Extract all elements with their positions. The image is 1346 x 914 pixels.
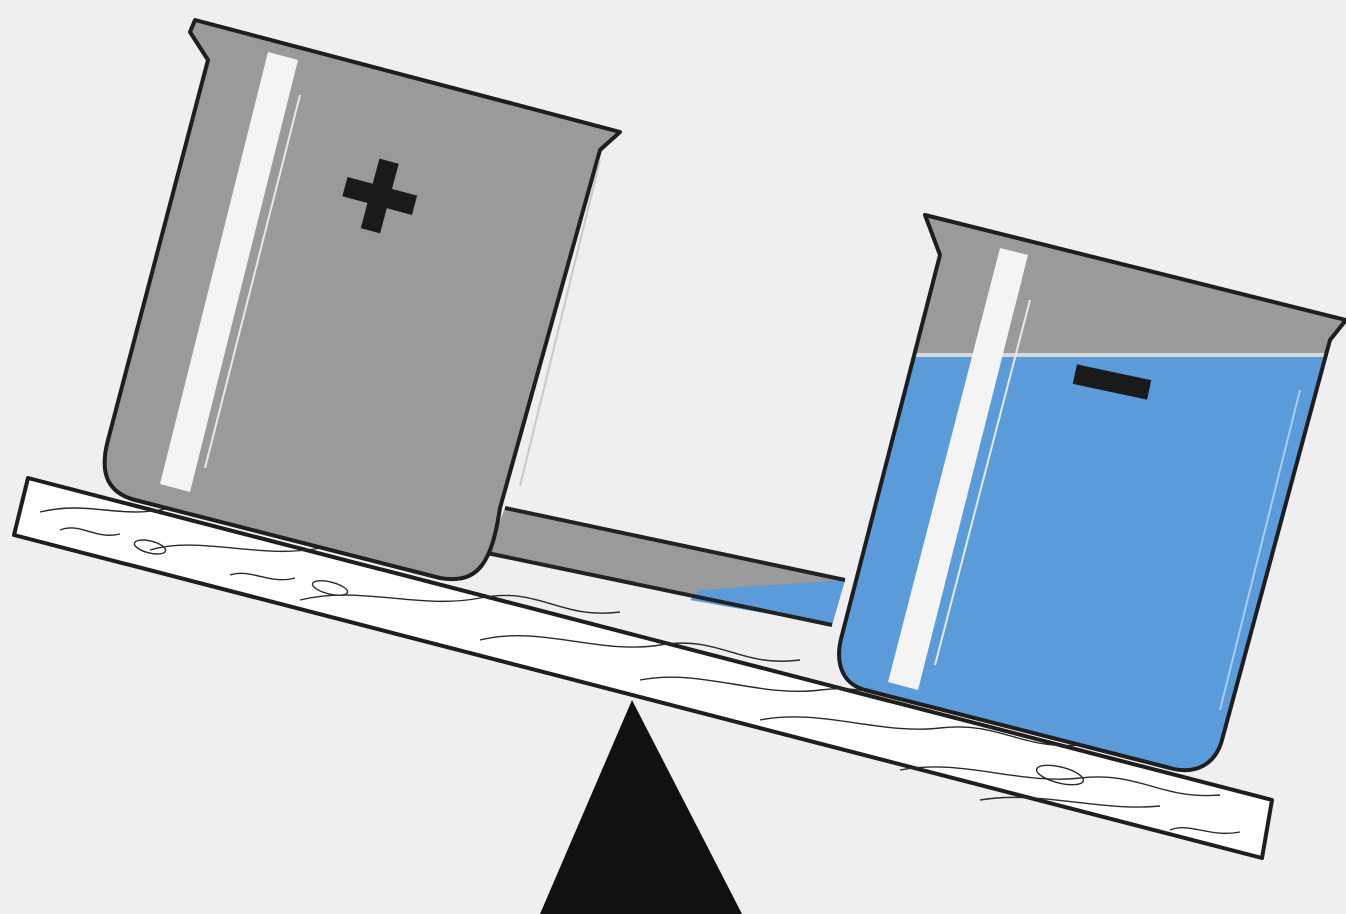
left-beaker [105, 20, 620, 579]
fulcrum-triangle [540, 700, 742, 914]
connecting-tube [487, 508, 845, 625]
